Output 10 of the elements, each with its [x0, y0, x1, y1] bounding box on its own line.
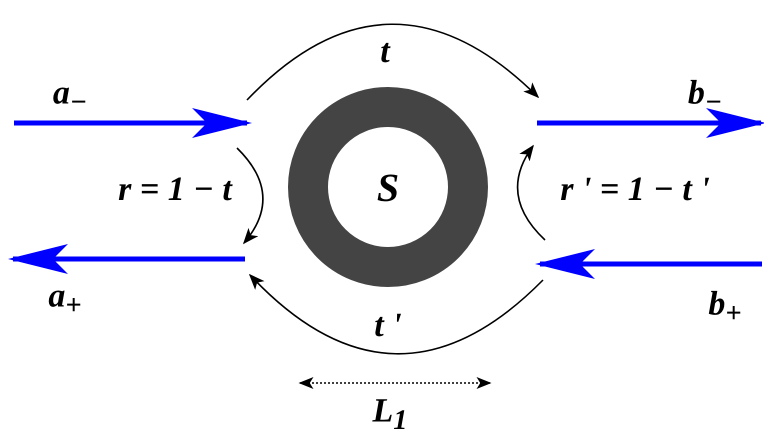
coefficient-label: r ' = 1 − t '	[560, 173, 710, 207]
length-label: L$_{1}$	[372, 394, 408, 436]
coefficient-label: t '	[374, 309, 402, 343]
port-label: a$_{+}$	[48, 279, 82, 321]
scatterer-label: S	[376, 164, 400, 210]
port-label: b$_{+}$	[708, 287, 742, 329]
coefficient-label: t	[380, 35, 390, 69]
port-label: a$_{−}$	[52, 76, 88, 118]
port-label: b$_{−}$	[688, 76, 722, 118]
coefficient-label: r = 1 − t	[118, 173, 232, 207]
